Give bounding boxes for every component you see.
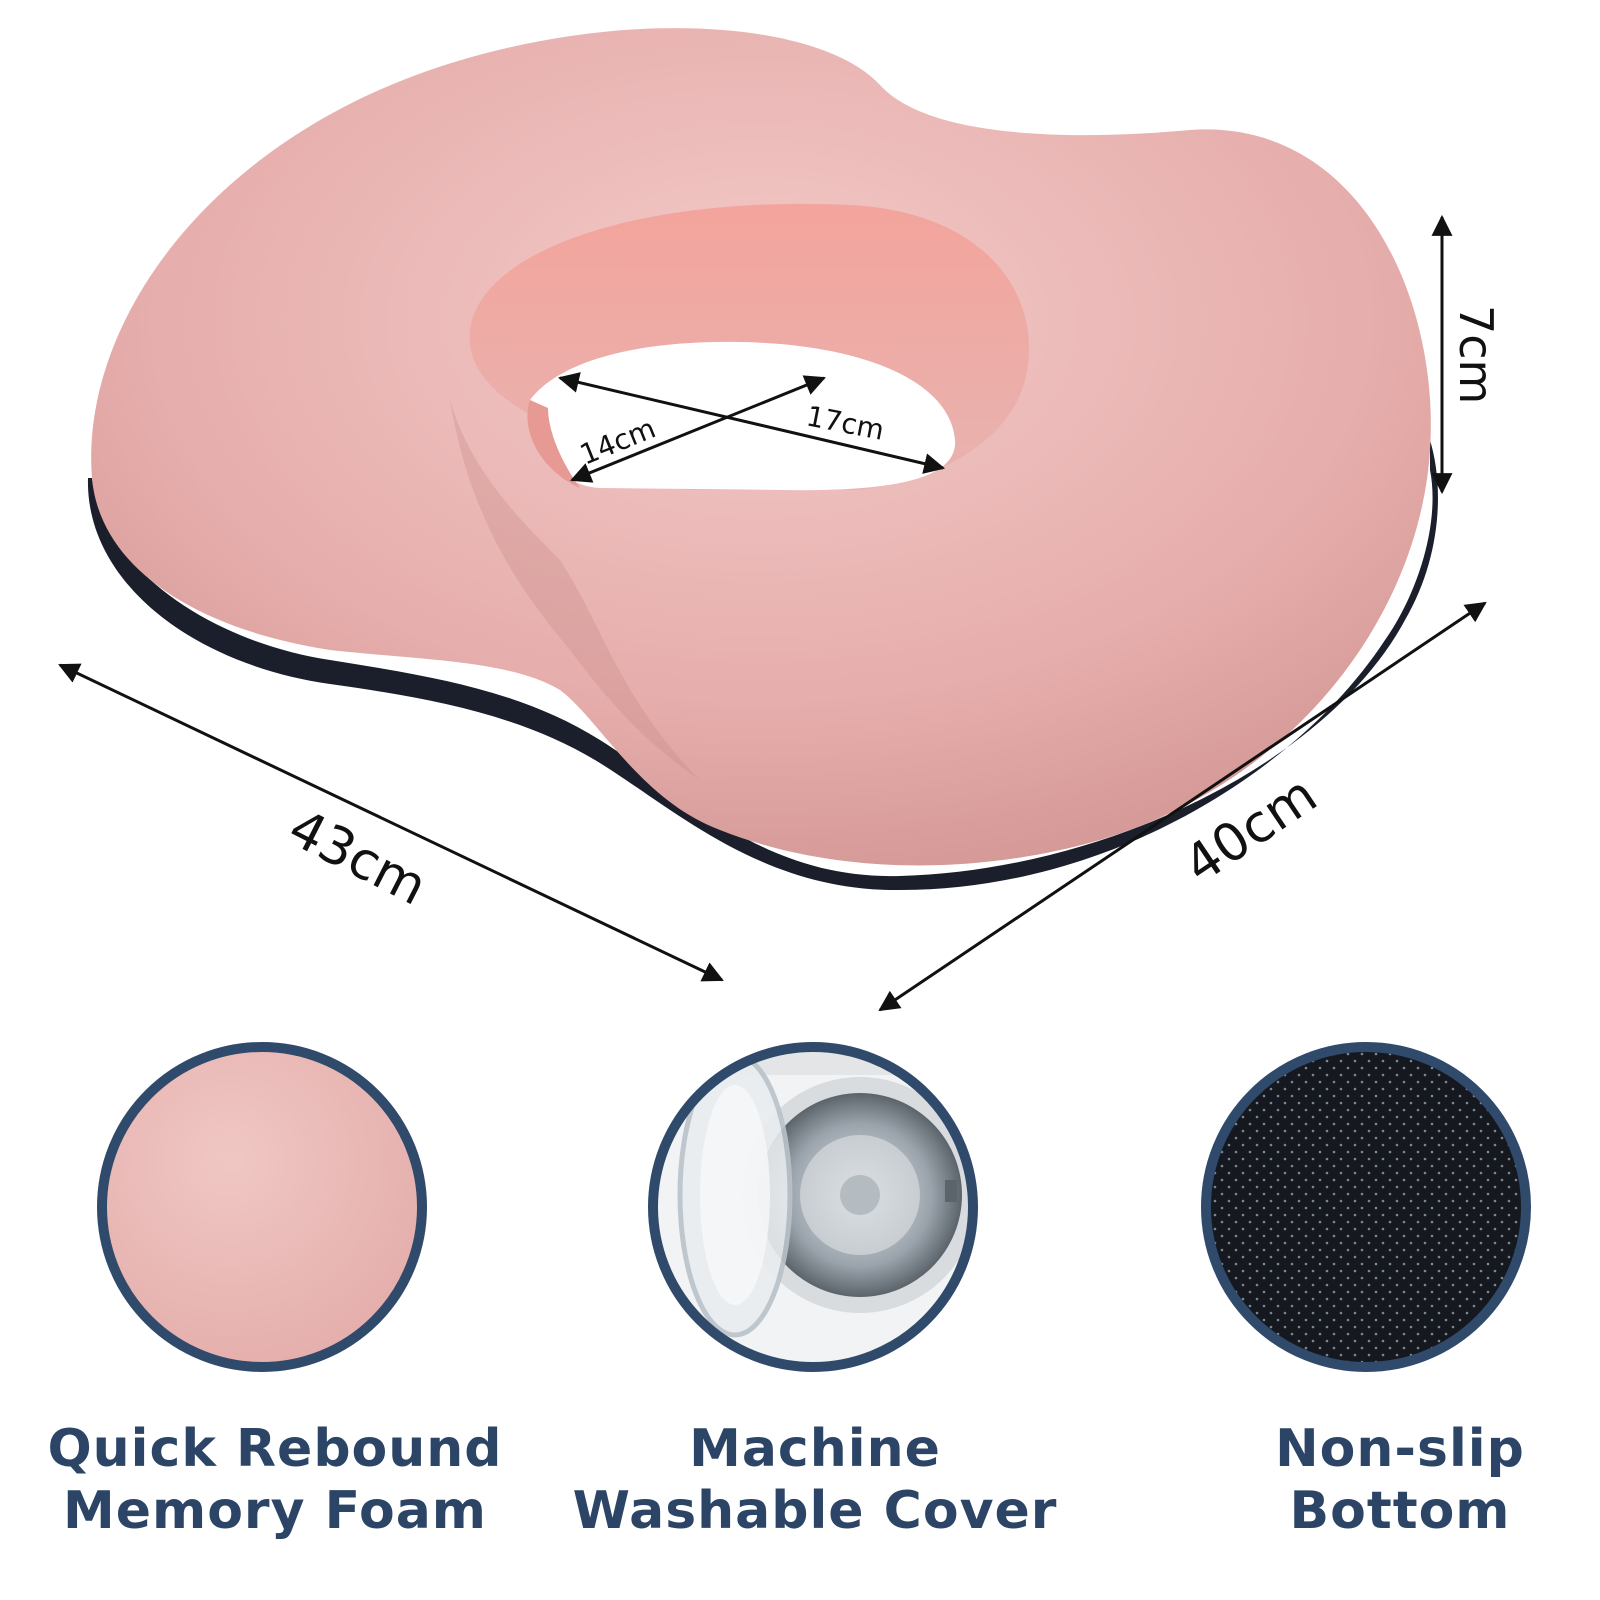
- feature-caption-line: Bottom: [1289, 1481, 1511, 1541]
- feature-caption-line: Non-slip: [1275, 1419, 1525, 1479]
- feature-caption-non-slip: Non-slip Bottom: [1140, 1418, 1600, 1542]
- feature-caption-washable: Machine Washable Cover: [555, 1418, 1075, 1542]
- feature-caption-line: Memory Foam: [63, 1481, 487, 1541]
- feature-caption-line: Machine: [689, 1419, 941, 1479]
- seat-cushion: [87, 28, 1438, 891]
- cushion-dip-shadow: [450, 400, 700, 780]
- hole-width-arrow: [570, 375, 826, 483]
- feature-caption-memory-foam: Quick Rebound Memory Foam: [15, 1418, 535, 1542]
- depth-arrow: [878, 601, 1487, 1012]
- non-slip-fabric-icon: [1201, 1042, 1531, 1372]
- feature-icon-memory-foam: [97, 1042, 427, 1372]
- feature-caption-line: Quick Rebound: [47, 1419, 503, 1479]
- width-label: 43cm: [279, 798, 436, 917]
- dimension-arrows: [58, 214, 1487, 1012]
- height-label: 7cm: [1449, 305, 1503, 404]
- width-arrow: [58, 663, 724, 982]
- cushion-hole-wall: [527, 400, 580, 488]
- feature-caption-line: Washable Cover: [572, 1481, 1058, 1541]
- washing-machine-icon: [648, 1042, 978, 1372]
